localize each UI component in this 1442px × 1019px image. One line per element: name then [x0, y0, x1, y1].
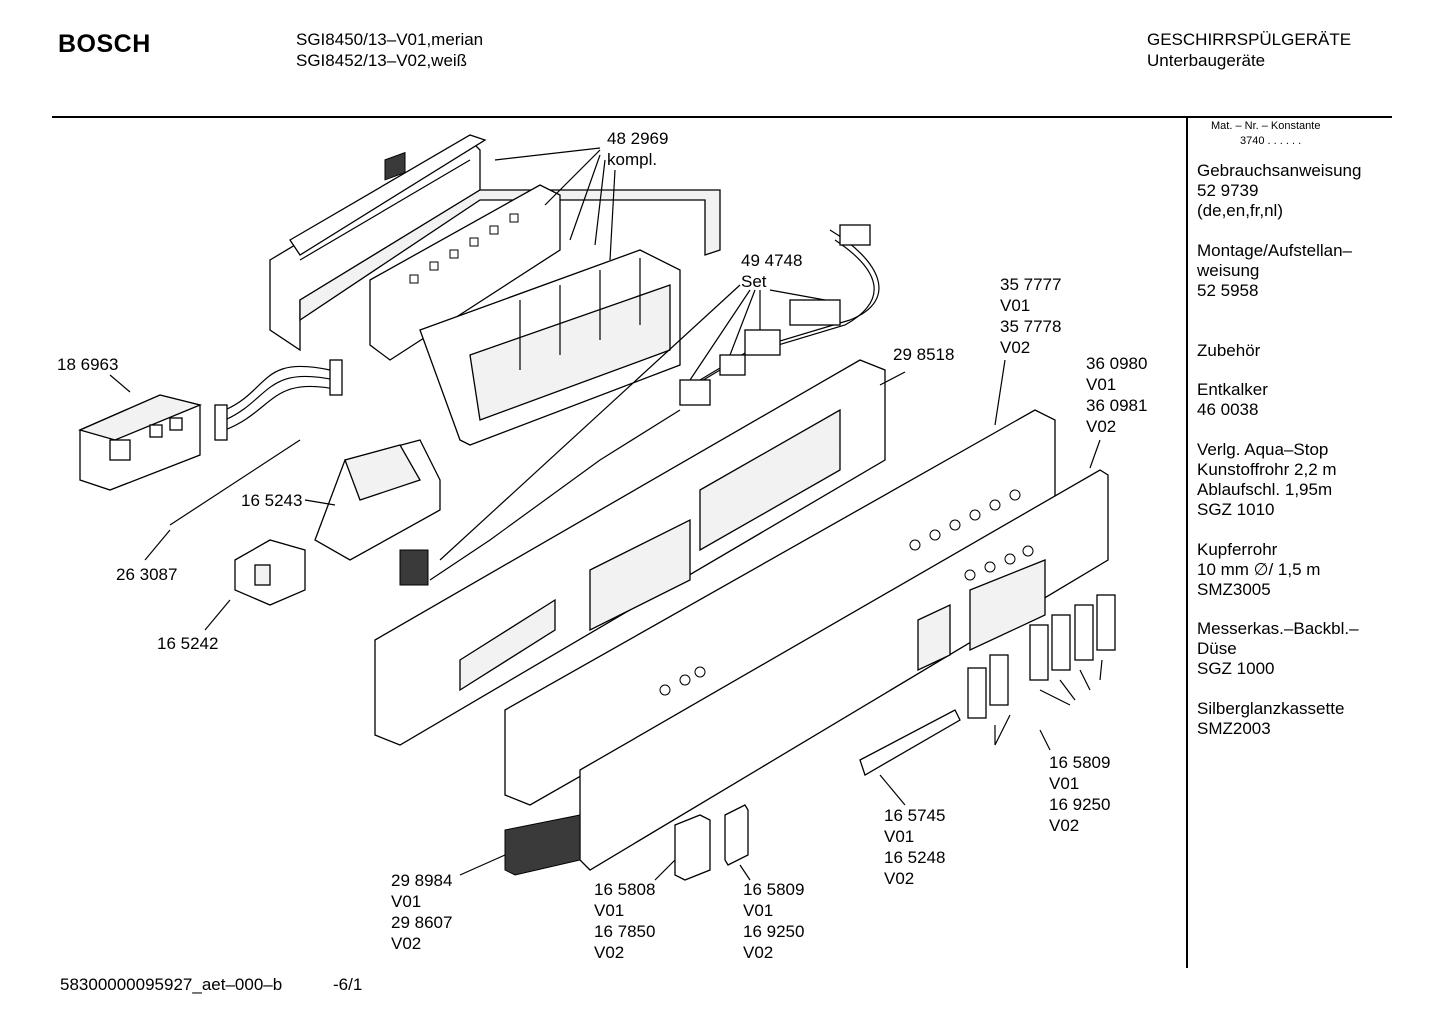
sidebar-block-descaler: Entkalker 46 0038 — [1197, 380, 1268, 419]
mat-nr-label: Mat. – Nr. – Konstante — [1211, 120, 1321, 132]
display-strip-part — [859, 709, 961, 776]
button-carrier-part — [419, 249, 681, 446]
button-set-part — [967, 594, 1116, 746]
leader-lines — [109, 147, 1101, 881]
sidebar-block-aquastop: Verlg. Aqua–Stop Kunstoffrohr 2,2 m Abla… — [1197, 440, 1337, 519]
sidebar-block-accessories: Zubehör — [1197, 341, 1261, 360]
sidebar-block-copper-pipe: Kupferrohr 10 mm ∅/ 1,5 m SMZ3005 — [1197, 540, 1321, 599]
footer-doc-id: 58300000095927_aet–000–b — [60, 975, 283, 994]
ribbon-cable-part — [214, 359, 343, 441]
model-line-1: SGI8450/13–V01,merian — [296, 30, 484, 49]
knob-part — [674, 814, 711, 881]
rear-panel-part — [374, 359, 886, 746]
wire-part — [169, 439, 301, 526]
footer-page-number: -6/1 — [333, 975, 363, 994]
brand-logo: BOSCH — [58, 30, 151, 58]
key-part — [724, 804, 749, 866]
sidebar-block-silver-cassette: Silberglanzkassette SMZ2003 — [1197, 699, 1345, 738]
fascia-part — [579, 469, 1109, 871]
header-divider — [52, 116, 1392, 118]
category-title: GESCHIRRSPÜLGERÄTE — [1147, 30, 1352, 49]
part-label-165242: 16 5242 — [157, 634, 219, 653]
part-label-298518: 29 8518 — [893, 345, 955, 364]
base-block-part — [504, 814, 581, 876]
sidebar-block-nozzle: Messerkas.–Backbl.– Düse SGZ 1000 — [1197, 619, 1359, 678]
cable-harness-part — [399, 224, 880, 586]
part-label-263087: 26 3087 — [116, 565, 178, 584]
bracket-part — [314, 439, 441, 561]
model-line-2: SGI8452/13–V02,weiß — [296, 51, 468, 70]
category-subtitle: Unterbaugeräte — [1147, 51, 1266, 70]
control-module-part — [78, 394, 203, 491]
cover-frame-part — [269, 134, 721, 352]
sidebar-block-manual: Gebrauchsanweisung 52 9739 (de,en,fr,nl) — [1197, 161, 1362, 220]
sidebar-block-installation: Montage/Aufstellan– weisung 52 5958 — [1197, 241, 1352, 300]
part-label-186963: 18 6963 — [57, 355, 119, 374]
circuit-board-part — [369, 151, 561, 361]
sidebar-divider — [1186, 116, 1188, 968]
mat-nr-value: 3740 . . . . . . — [1240, 135, 1302, 147]
exploded-parts-diagram — [78, 134, 1116, 881]
switch-part — [234, 539, 306, 606]
part-label-165243: 16 5243 — [241, 491, 303, 510]
